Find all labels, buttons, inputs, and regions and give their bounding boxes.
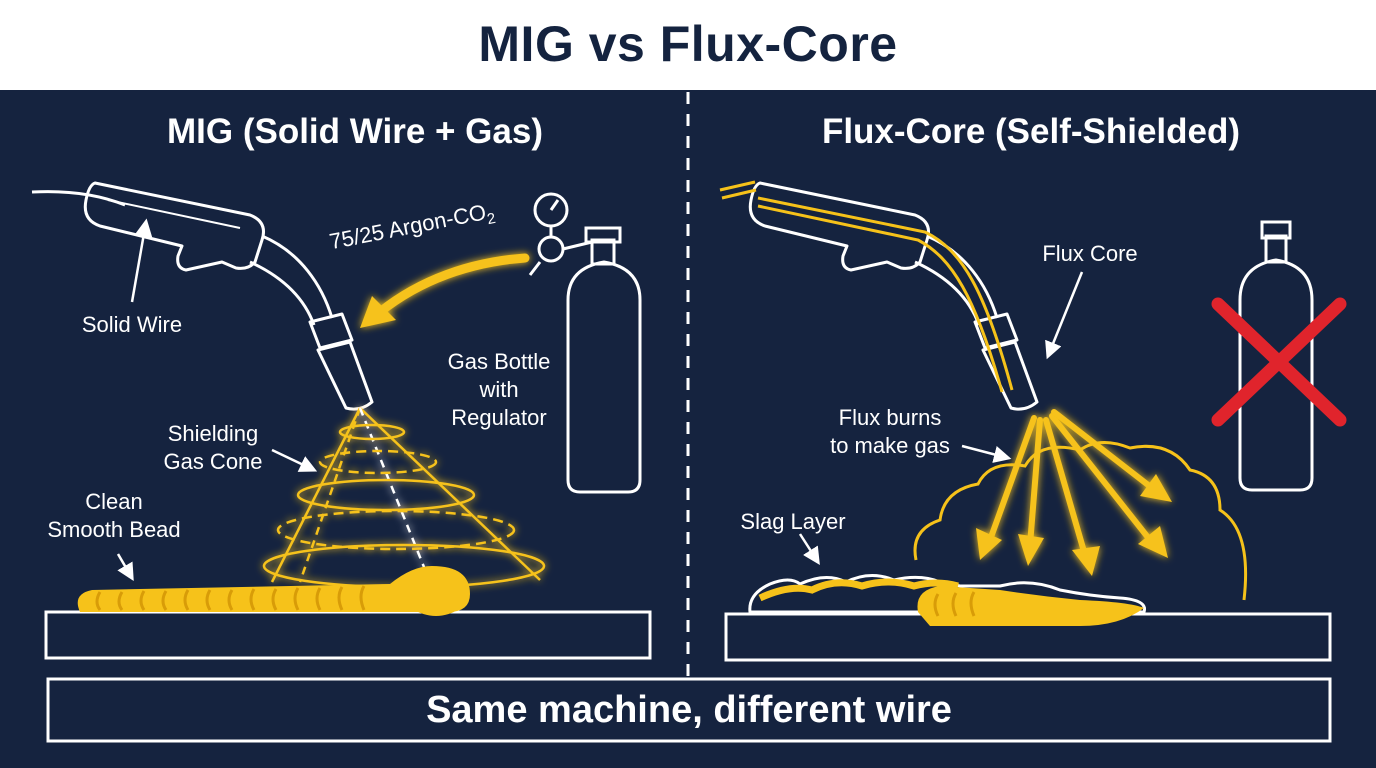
title-bar: MIG vs Flux-Core: [0, 0, 1376, 90]
flux-burns-pointer: [961, 444, 1012, 463]
solid-wire-pointer: [130, 218, 153, 303]
gas-cylinder-icon: [566, 226, 642, 494]
slag-layer-pointer: [798, 533, 820, 565]
mig-gun-icon: [31, 181, 374, 411]
mig-heading: MIG (Solid Wire + Gas): [167, 112, 543, 151]
clean-bead-label: Clean Smooth Bead: [47, 489, 181, 542]
smoke-cloud: [913, 441, 1248, 601]
clean-bead-pointer: [116, 553, 134, 582]
crossed-out-cylinder-icon: [1211, 220, 1347, 492]
shielding-gas-cone: [262, 407, 546, 589]
flux-burns-label: Flux burns to make gas: [830, 405, 950, 458]
shielding-cone-pointer: [271, 448, 318, 472]
slag-layer-label: Slag Layer: [740, 509, 846, 534]
mig-workpiece: [44, 610, 652, 660]
gas-flow-arrow: [360, 253, 530, 328]
clean-weld-bead: [77, 566, 470, 616]
flux-gas-arrows: [976, 409, 1172, 576]
footer-box: [46, 677, 1332, 743]
flux-gun-icon: [748, 181, 1039, 411]
gas-bottle-label: Gas Bottle with Regulator: [447, 349, 551, 430]
solid-wire-label: Solid Wire: [81, 312, 183, 337]
pressure-gauge-icon: [528, 192, 593, 276]
slag-covered-bead: [748, 574, 1146, 626]
flux-core-pointer: [1045, 271, 1084, 360]
page-title: MIG vs Flux-Core: [478, 16, 898, 72]
flux-core-label: Flux Core: [1042, 241, 1138, 266]
flux-core-heading: Flux-Core (Self-Shielded): [821, 112, 1241, 151]
footer-caption: Same machine, different wire: [426, 688, 952, 731]
shielding-cone-label: Shielding Gas Cone: [163, 421, 263, 474]
flux-core-wire: [719, 180, 1014, 393]
